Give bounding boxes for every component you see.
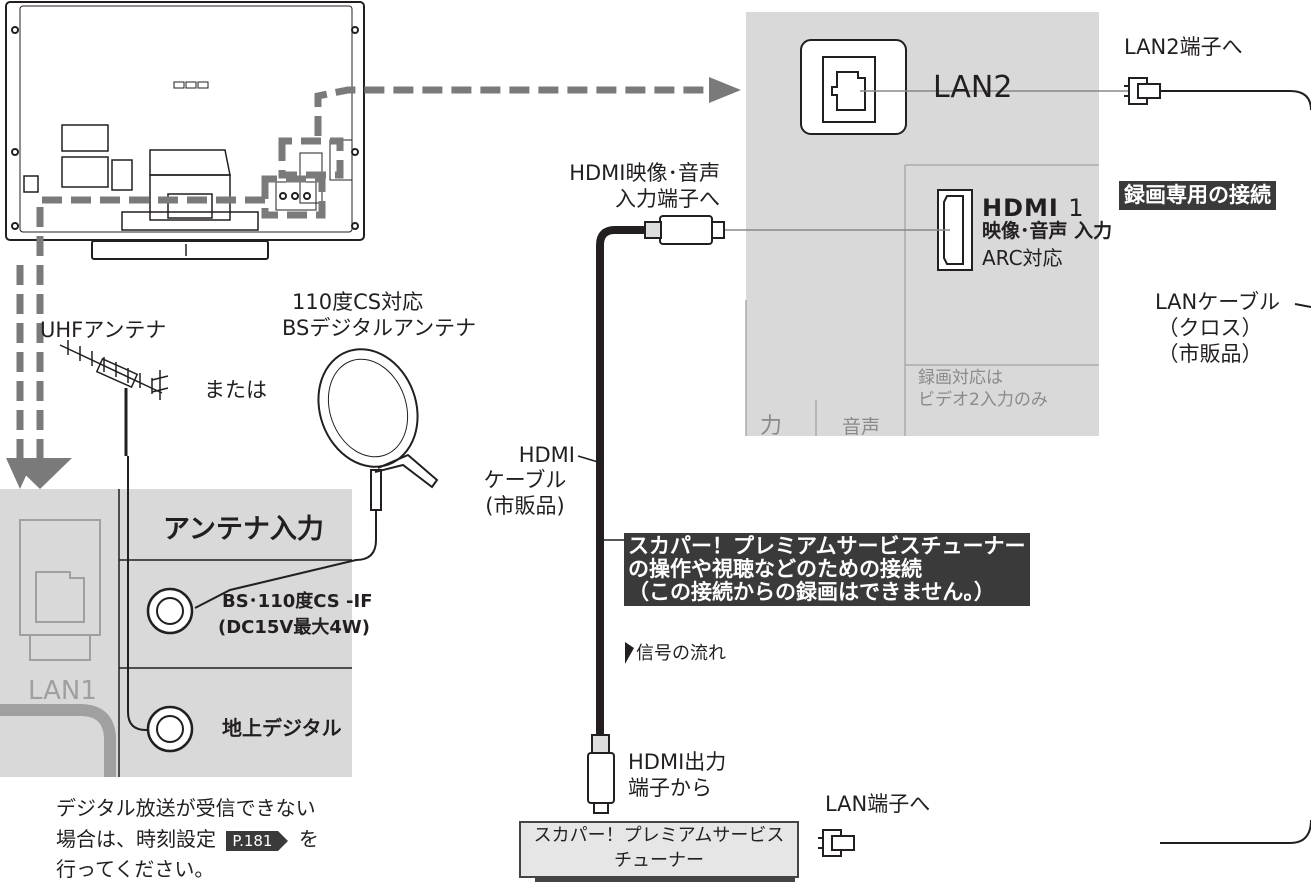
bs-antenna-graphic — [194, 348, 439, 609]
skyperfect-line1: スカパー！プレミアムサービスチューナー — [628, 534, 1026, 558]
skyperfect-line3: （この接続からの録画はできません。） — [628, 580, 995, 604]
partial-label-audio: 音声 — [842, 416, 881, 438]
page-reference-link[interactable]: P.181 — [226, 831, 289, 851]
or-label: または — [204, 378, 267, 402]
hdmi-cable-label-2: ケーブル — [483, 468, 567, 492]
partial-label-input: 力 — [760, 414, 783, 439]
hdmi-cable-label-3: (市販品) — [485, 494, 565, 518]
signal-flow-marker — [625, 642, 634, 664]
bs-port-line2: (DC15V最大4W) — [218, 617, 370, 638]
hdmi-arc-label: ARC対応 — [982, 246, 1063, 270]
bs-antenna-label-2: BSデジタルアンテナ — [282, 316, 477, 340]
from-hdmi-out-label-2: 端子から — [628, 776, 712, 800]
recording-only-badge: 録画専用の接続 — [1119, 181, 1276, 211]
note-line2-post: を — [298, 827, 319, 851]
skyperfect-connection-box: スカパー！プレミアムサービスチューナー の操作や視聴などのための接続 （この接続… — [624, 533, 1030, 606]
note-line2: 場合は、時刻設定 P.181 を — [56, 827, 319, 851]
highlight-dashes — [36, 86, 715, 460]
to-lan-label: LAN端子へ — [825, 792, 931, 816]
skyperfect-tuner: スカパー！プレミアムサービス チューナー — [519, 821, 799, 878]
video2-note-line2: ビデオ2入力のみ — [918, 390, 1048, 410]
terrestrial-port-label: 地上デジタル — [222, 716, 342, 740]
antenna-input-title: アンテナ入力 — [163, 514, 324, 545]
bs-antenna-label-1: 110度CS対応 — [292, 290, 424, 314]
to-lan2-label: LAN2端子へ — [1124, 35, 1243, 59]
hdmi-logo: HDMI 1 — [982, 194, 1084, 223]
note-line3: 行ってください。 — [56, 857, 215, 881]
hdmi-cable-label-1: HDMI — [518, 443, 575, 467]
lan-cable-label-3: （市販品） — [1157, 342, 1263, 366]
hdmi-cable — [577, 215, 950, 814]
to-hdmi-label-1: HDMI映像･音声 — [569, 161, 720, 185]
bs-port-line1: BS･110度CS -IF — [222, 591, 373, 612]
hdmi-number: 1 — [1068, 194, 1085, 222]
uhf-antenna-graphic — [59, 340, 169, 731]
tv-back-illustration — [5, 1, 365, 260]
note-line2-pre: 場合は、時刻設定 — [56, 827, 216, 851]
lan-cable-label-2: （クロス） — [1157, 316, 1263, 340]
skyperfect-line2: の操作や視聴などのための接続 — [628, 557, 922, 581]
arrow-to-lan2-panel — [709, 77, 741, 103]
lan2-port-label: LAN2 — [933, 70, 1013, 105]
note-line1: デジタル放送が受信できない — [56, 796, 316, 820]
signal-flow-label: 信号の流れ — [636, 643, 726, 664]
video2-note-line1: 録画対応は — [918, 368, 1003, 388]
tuner-line2: チューナー — [614, 850, 704, 871]
tuner-line1: スカパー！プレミアムサービス — [533, 825, 785, 846]
to-hdmi-label-2: 入力端子へ — [615, 187, 720, 211]
lan-cable-label-1: LANケーブル — [1155, 290, 1280, 314]
antenna-panel-lines — [0, 489, 352, 777]
lan1-label: LAN1 — [28, 676, 97, 706]
lan2-port-graphic — [800, 39, 907, 135]
from-hdmi-out-label-1: HDMI出力 — [628, 750, 727, 774]
hdmi-logo-text: HDMI — [982, 194, 1059, 222]
uhf-antenna-label: UHFアンテナ — [40, 318, 167, 342]
hdmi-input-label: 映像･音声 入力 — [982, 220, 1113, 242]
